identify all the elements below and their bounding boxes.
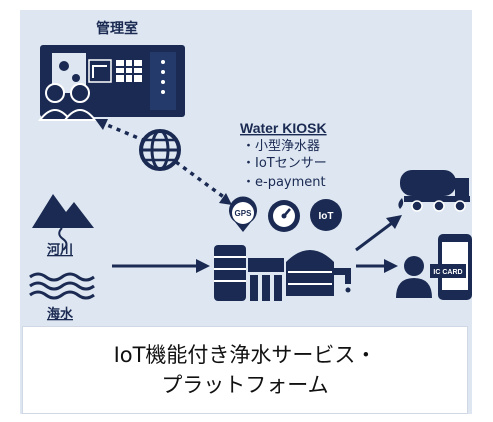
river-label: 河川 xyxy=(47,242,73,257)
ic-card-label: IC CARD xyxy=(433,269,462,276)
sea-label: 海水 xyxy=(47,306,74,321)
kiosk-feature-1: ・小型浄水器 xyxy=(242,139,320,154)
faucet-icon xyxy=(334,268,351,293)
control-room-label: 管理室 xyxy=(96,20,138,36)
caption-box: IoT機能付き浄水サービス・ プラットフォーム xyxy=(22,326,468,414)
river-icon xyxy=(58,227,68,251)
ic-card-phone-icon: IC CARD xyxy=(430,234,472,300)
water-filter-icon xyxy=(214,245,284,301)
link-control-globe xyxy=(95,119,144,142)
mountain-icon xyxy=(32,194,94,228)
gauge-icon xyxy=(268,200,300,232)
arrow-kiosk-truck xyxy=(355,215,402,252)
water-tank-icon xyxy=(286,250,334,296)
iot-badge-label: IoT xyxy=(319,211,334,222)
control-room-icon xyxy=(37,45,185,121)
kiosk-feature-3: ・e-payment xyxy=(242,175,326,190)
arrow-kiosk-person xyxy=(356,259,398,273)
gps-badge-label: GPS xyxy=(235,209,253,218)
link-globe-kiosk xyxy=(174,160,232,205)
sea-waves-icon xyxy=(29,272,95,300)
gps-pin-icon: GPS xyxy=(229,196,257,232)
person-icon xyxy=(396,256,432,298)
tank-truck-icon xyxy=(398,170,470,212)
iot-badge-icon: IoT xyxy=(310,199,342,231)
arrow-sources-kiosk xyxy=(112,259,210,273)
globe-icon xyxy=(139,129,181,171)
kiosk-title: Water KIOSK xyxy=(240,120,327,136)
caption-line-1: IoT機能付き浄水サービス・ xyxy=(113,343,377,367)
caption-line-2: プラットフォーム xyxy=(161,373,329,397)
kiosk-feature-2: ・IoTセンサー xyxy=(242,156,327,171)
